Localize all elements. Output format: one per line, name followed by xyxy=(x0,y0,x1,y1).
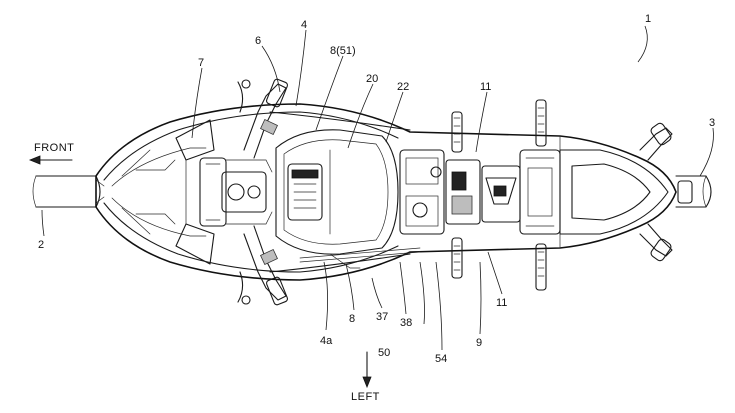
numeral-6: 6 xyxy=(255,35,261,47)
numeral-4: 4 xyxy=(301,19,307,31)
front-label: FRONT xyxy=(34,142,74,154)
rear-indicators xyxy=(639,122,673,262)
reference-numerals: 1 2 3 4 6 7 8(51) 20 22 11 4a 8 37 38 50… xyxy=(38,13,715,365)
left-label: LEFT xyxy=(351,391,380,403)
footpegs xyxy=(451,99,547,291)
numeral-11-top: 11 xyxy=(480,81,491,93)
numeral-8: 8 xyxy=(349,313,355,325)
front-wheel xyxy=(32,175,105,208)
engine-unit xyxy=(399,149,561,235)
numeral-7: 7 xyxy=(198,57,204,69)
numeral-22: 22 xyxy=(397,81,409,93)
front-cowl xyxy=(175,119,227,265)
handlebar-assembly xyxy=(221,78,289,306)
numeral-37: 37 xyxy=(376,311,388,323)
leader-lines xyxy=(41,25,714,351)
numeral-20: 20 xyxy=(366,73,378,85)
numeral-9: 9 xyxy=(476,337,482,349)
rear-cowl xyxy=(559,135,669,249)
front-arrow: FRONT xyxy=(28,142,74,165)
numeral-1: 1 xyxy=(645,13,651,25)
numeral-50: 50 xyxy=(378,347,390,359)
left-arrow: LEFT xyxy=(351,351,380,403)
numeral-3: 3 xyxy=(709,117,715,129)
numeral-38: 38 xyxy=(400,317,412,329)
body-outline xyxy=(95,103,677,281)
numeral-11-bottom: 11 xyxy=(496,297,507,309)
numeral-54: 54 xyxy=(435,353,447,365)
numeral-4a: 4a xyxy=(320,335,333,347)
frame-rails xyxy=(269,111,421,273)
numeral-8-51: 8(51) xyxy=(330,45,356,57)
storage-box xyxy=(275,129,399,255)
numeral-2: 2 xyxy=(38,239,44,251)
rear-wheel xyxy=(675,175,712,208)
